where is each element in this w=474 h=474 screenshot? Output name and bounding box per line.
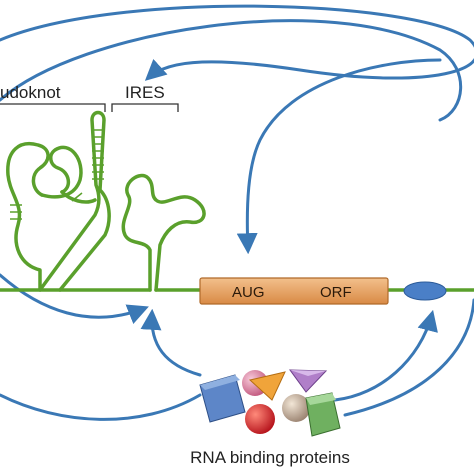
proteins-label: RNA binding proteins xyxy=(190,448,350,467)
pseudoknot-structure xyxy=(6,110,111,292)
stop-codon-oval xyxy=(403,281,447,301)
pseudoknot-label: udoknot xyxy=(0,83,61,102)
red-ball-protein xyxy=(245,404,275,434)
arrow-to-aug xyxy=(236,58,442,255)
arrow-bottom-left xyxy=(0,393,202,421)
arrow-outer-right xyxy=(0,19,463,122)
tan-ball-protein xyxy=(282,394,310,422)
arrow-left-lower xyxy=(0,273,149,324)
pseudoknot-arm xyxy=(60,190,97,204)
arrow-proteins-to-3utr xyxy=(333,309,438,402)
arrow-right-lower xyxy=(343,298,474,417)
arrow-proteins-to-ires xyxy=(140,308,202,377)
arrow-top-loop xyxy=(0,4,474,81)
regulatory-arrows xyxy=(0,4,474,421)
orf-box xyxy=(199,277,389,305)
ires-bracket xyxy=(111,103,179,112)
orange-triangle-protein xyxy=(248,371,286,401)
ires-label: IRES xyxy=(125,83,165,102)
mrna-strand xyxy=(0,110,474,292)
ires-structure xyxy=(121,173,206,292)
stem-rungs xyxy=(10,129,104,220)
pseudoknot-bracket xyxy=(0,103,106,112)
orf-label: ORF xyxy=(320,284,352,301)
rna-binding-proteins xyxy=(199,369,341,437)
aug-label: AUG xyxy=(232,284,265,301)
